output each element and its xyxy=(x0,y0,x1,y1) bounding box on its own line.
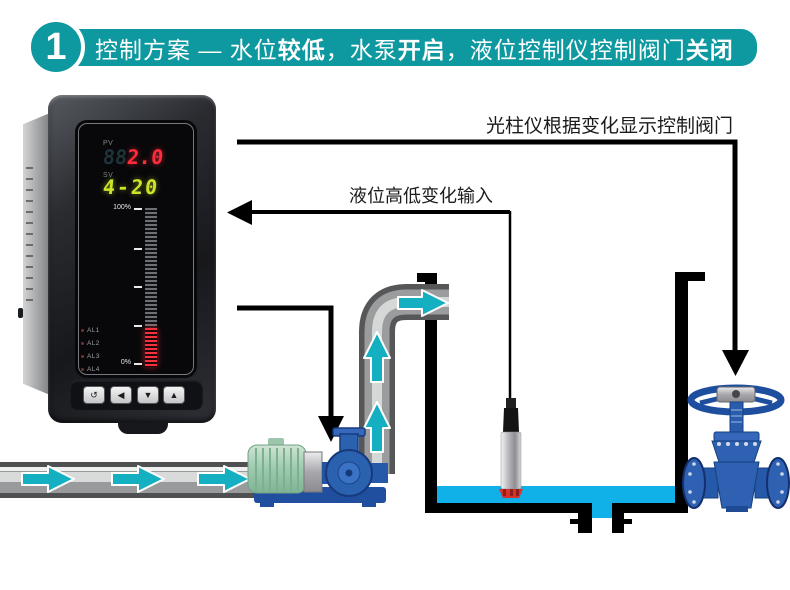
flow-arrow-right-2 xyxy=(111,465,165,493)
valve-signal-label: 光柱仪根据变化显示控制阀门 xyxy=(486,116,734,137)
pv-label: PV xyxy=(103,140,114,147)
flow-arrow-right-3 xyxy=(197,465,251,493)
title-banner: 控制方案 — 水位较低，水泵开启，液位控制仪控制阀门关闭 xyxy=(58,29,757,66)
level-controller-instrument: PV 882.0 SV 4-20 100% 0% AL1 AL2 xyxy=(15,88,245,438)
banner-seg-5: ，液位控制仪控制阀门 xyxy=(445,36,686,63)
alarm-label: AL2 xyxy=(87,340,100,347)
alarm-indicator-3: AL3 xyxy=(81,353,100,360)
sensor-body xyxy=(500,431,522,490)
tank-water xyxy=(437,486,675,503)
banner-seg-6: 关闭 xyxy=(685,36,734,63)
valve-arrowhead xyxy=(722,350,749,376)
flow-arrow-elbow xyxy=(397,289,449,317)
signal-line-to-valve xyxy=(237,139,749,376)
bargraph-tick xyxy=(134,363,142,365)
flow-arrow-up-2 xyxy=(363,331,391,383)
alarm-label: AL3 xyxy=(87,353,100,360)
valve-right-flange xyxy=(766,457,790,509)
instrument-display: PV 882.0 SV 4-20 100% 0% AL1 AL2 xyxy=(75,120,197,378)
instrument-button-bar: ↺ ◀ ▼ ▲ xyxy=(70,380,203,410)
alarm-led-icon xyxy=(81,368,84,371)
bargraph-column xyxy=(145,208,157,367)
pv-ghost-digits: 88 xyxy=(101,145,129,169)
water-pump xyxy=(247,427,388,507)
instrument-side-knob xyxy=(18,308,23,318)
bargraph-min-label: 0% xyxy=(120,359,131,366)
flow-arrow-up-1 xyxy=(363,401,391,453)
instrument-bottom-clip xyxy=(118,423,168,434)
bargraph-max-label: 100% xyxy=(113,204,131,211)
valve-body xyxy=(713,461,760,509)
instrument-arrowhead xyxy=(227,200,252,225)
pv-value: 2.0 xyxy=(125,145,165,169)
level-sensor xyxy=(499,398,523,498)
alarm-indicator-2: AL2 xyxy=(81,340,100,347)
down-button[interactable]: ▼ xyxy=(137,386,159,404)
sv-readout: 4-20 xyxy=(101,175,161,199)
bargraph-tick xyxy=(134,208,142,210)
banner-title: 控制方案 — 水位较低，水泵开启，液位控制仪控制阀门关闭 xyxy=(58,31,734,65)
signal-line-from-sensor xyxy=(227,200,512,424)
drain-water xyxy=(592,503,612,518)
step-number: 1 xyxy=(45,25,67,68)
alarm-label: AL1 xyxy=(87,327,100,334)
signal-line-to-pump xyxy=(237,305,344,442)
bargraph-off-segments xyxy=(145,208,157,328)
banner-seg-3: ，水泵 xyxy=(325,36,398,63)
alarm-led-icon xyxy=(81,355,84,358)
alarm-label: AL4 xyxy=(87,366,100,373)
up-button[interactable]: ▲ xyxy=(163,386,185,404)
sv-label: SV xyxy=(103,172,114,179)
pv-readout: 882.0 xyxy=(102,145,165,169)
valve-left-flange xyxy=(682,457,706,509)
alarm-led-icon xyxy=(81,342,84,345)
riser-pipe xyxy=(359,284,449,474)
pump-arrowhead xyxy=(318,416,344,442)
level-signal-label: 液位高低变化输入 xyxy=(349,186,493,206)
banner-seg-1: 控制方案 — 水位 xyxy=(95,36,278,63)
cycle-button[interactable]: ↺ xyxy=(83,386,105,404)
bargraph-lit-segments xyxy=(145,328,157,367)
bargraph-tick xyxy=(134,248,142,250)
alarm-indicator-1: AL1 xyxy=(81,327,100,334)
bargraph-tick xyxy=(134,325,142,327)
alarm-led-icon xyxy=(81,329,84,332)
left-button[interactable]: ◀ xyxy=(110,386,132,404)
banner-seg-2: 较低 xyxy=(277,36,326,63)
water-tank xyxy=(417,272,705,533)
step-number-badge: 1 xyxy=(27,18,85,76)
banner-seg-4: 开启 xyxy=(397,36,446,63)
gate-valve xyxy=(682,384,790,512)
instrument-vents xyxy=(26,158,33,308)
flow-arrows xyxy=(21,289,449,493)
flow-arrow-right-1 xyxy=(21,465,75,493)
alarm-indicator-4: AL4 xyxy=(81,366,100,373)
bargraph-tick xyxy=(134,286,142,288)
